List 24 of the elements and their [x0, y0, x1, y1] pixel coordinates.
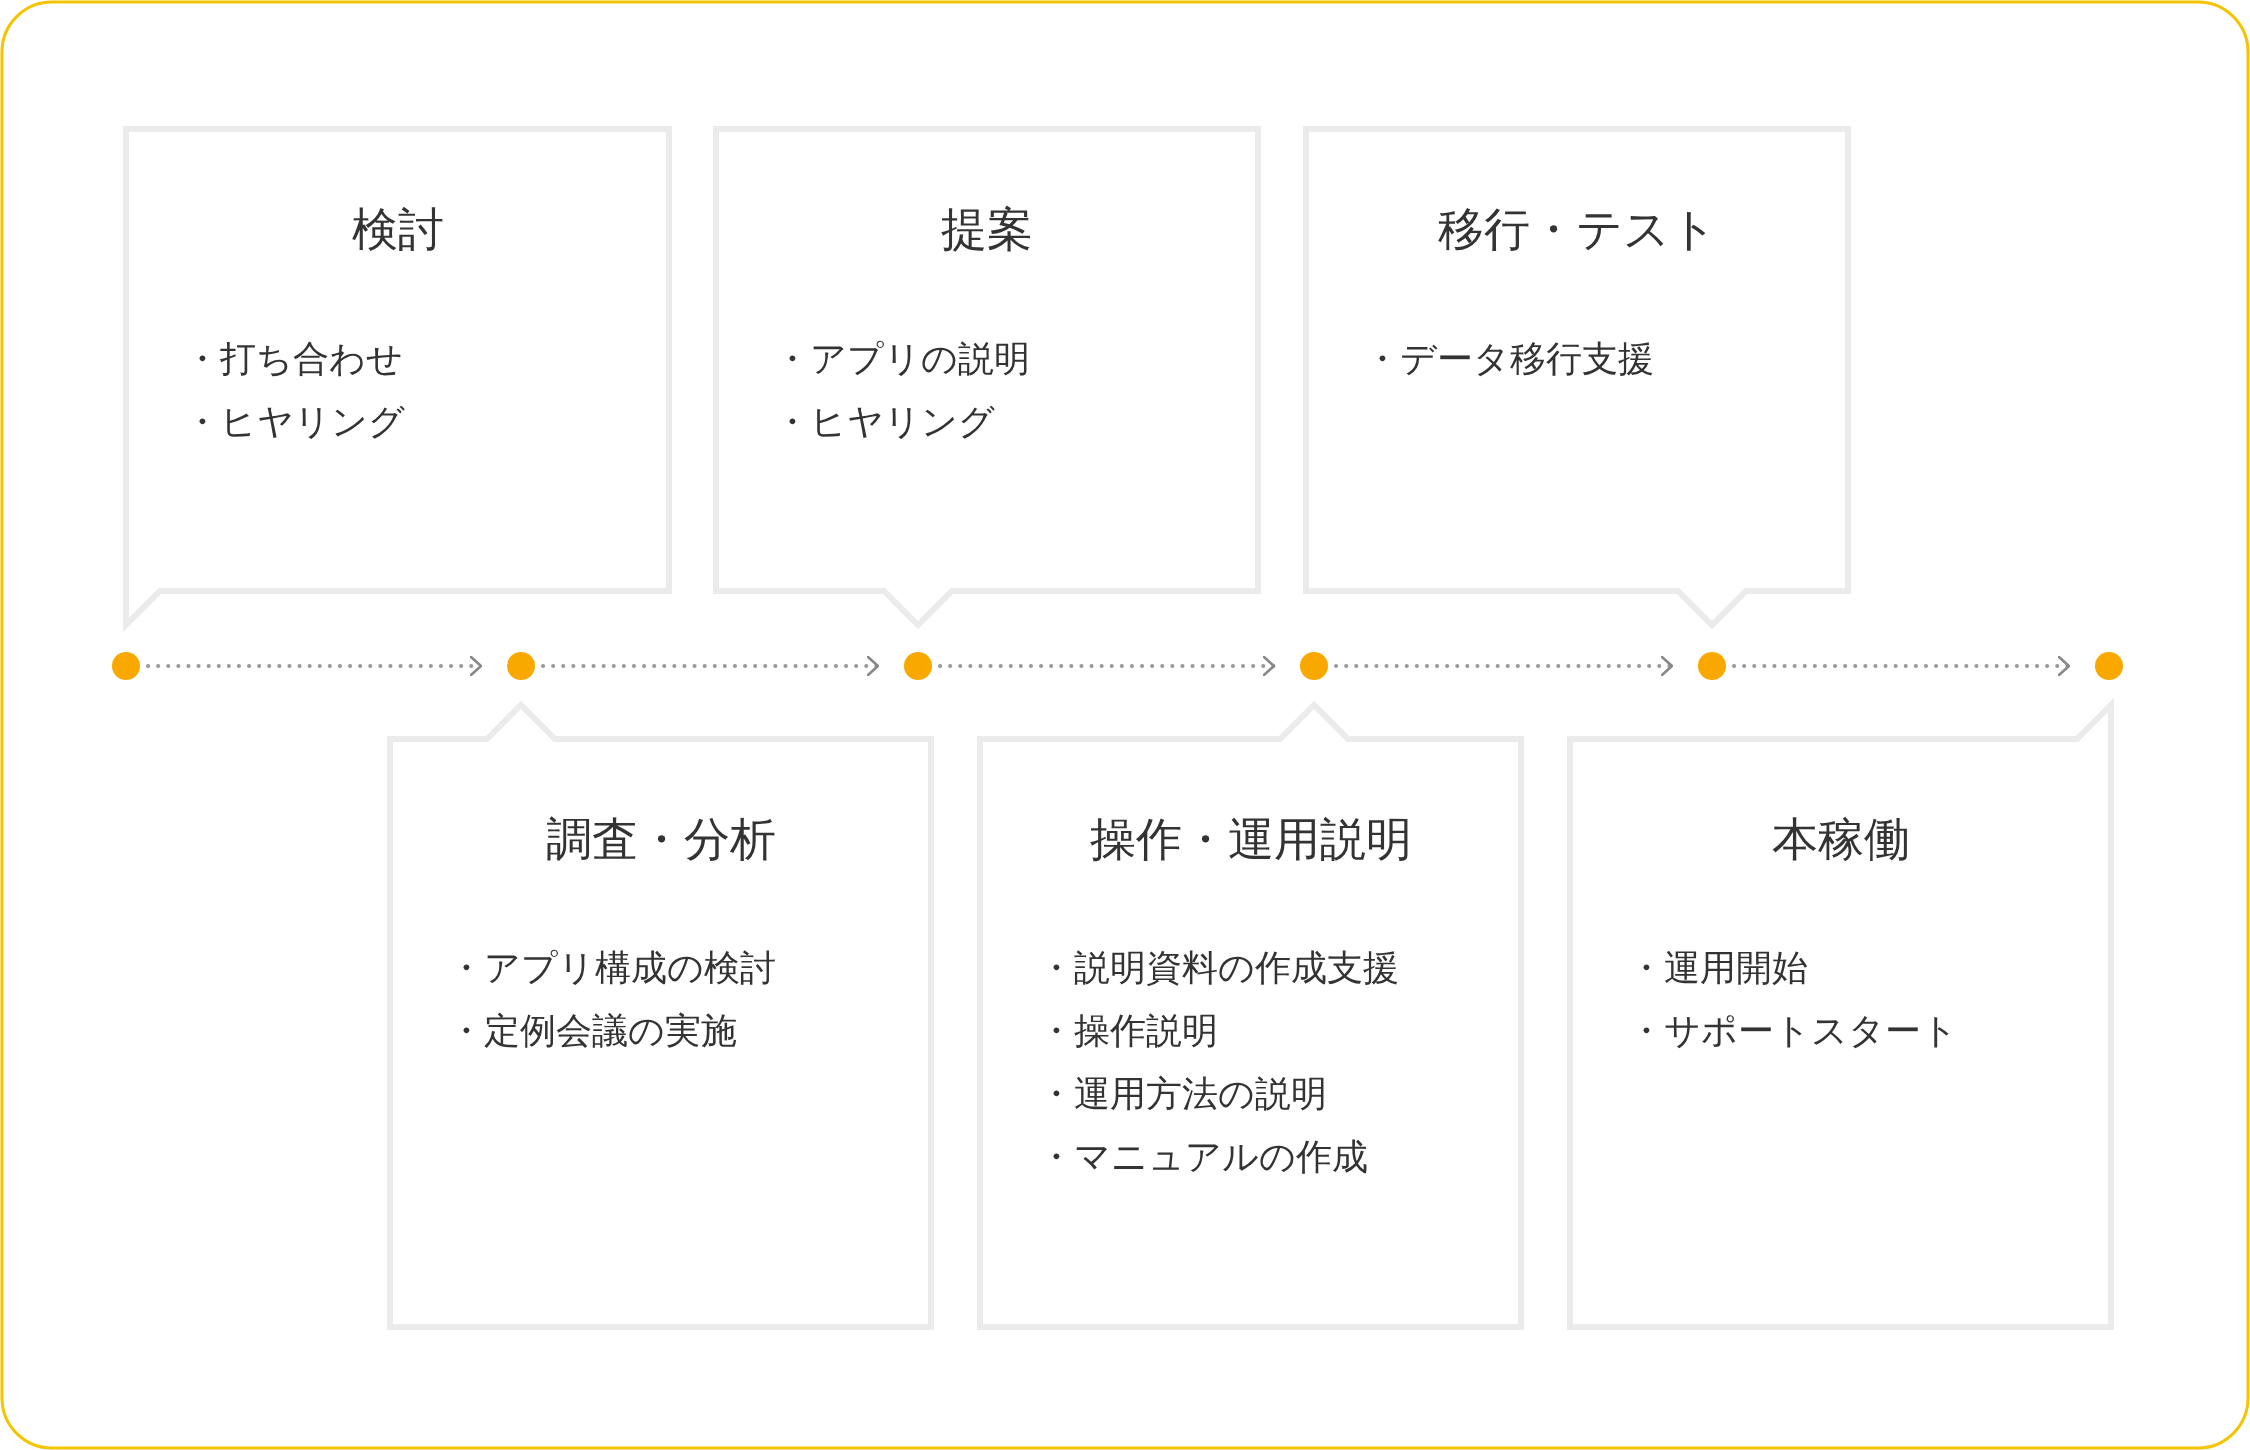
list-item: ・アプリの説明	[774, 337, 1030, 381]
list-item: ・マニュアルの作成	[1038, 1135, 1368, 1179]
arrow	[1732, 655, 2071, 677]
heading: 操作・運用説明	[1088, 811, 1413, 868]
timeline-dot	[112, 652, 140, 680]
heading: 移行・テスト	[1436, 201, 1718, 258]
timeline-dot	[1300, 652, 1328, 680]
list-item: ・運用方法の説明	[1038, 1072, 1327, 1116]
timeline-dot	[1698, 652, 1726, 680]
timeline-dot	[507, 652, 535, 680]
arrow	[541, 655, 880, 677]
list-item: ・定例会議の実施	[448, 1009, 737, 1053]
heading: 提案	[940, 201, 1034, 258]
list-item: ・ヒヤリング	[774, 400, 995, 444]
list-item: ・アプリ構成の検討	[448, 946, 776, 990]
arrow	[146, 655, 483, 677]
list-item: ・データ移行支援	[1364, 337, 1654, 381]
list-item: ・操作説明	[1038, 1009, 1218, 1053]
heading: 調査・分析	[544, 811, 777, 868]
arrow	[1334, 655, 1674, 677]
timeline-dot	[2095, 652, 2123, 680]
list-item: ・説明資料の作成支援	[1038, 946, 1399, 990]
timeline-dot	[904, 652, 932, 680]
arrow	[938, 655, 1276, 677]
